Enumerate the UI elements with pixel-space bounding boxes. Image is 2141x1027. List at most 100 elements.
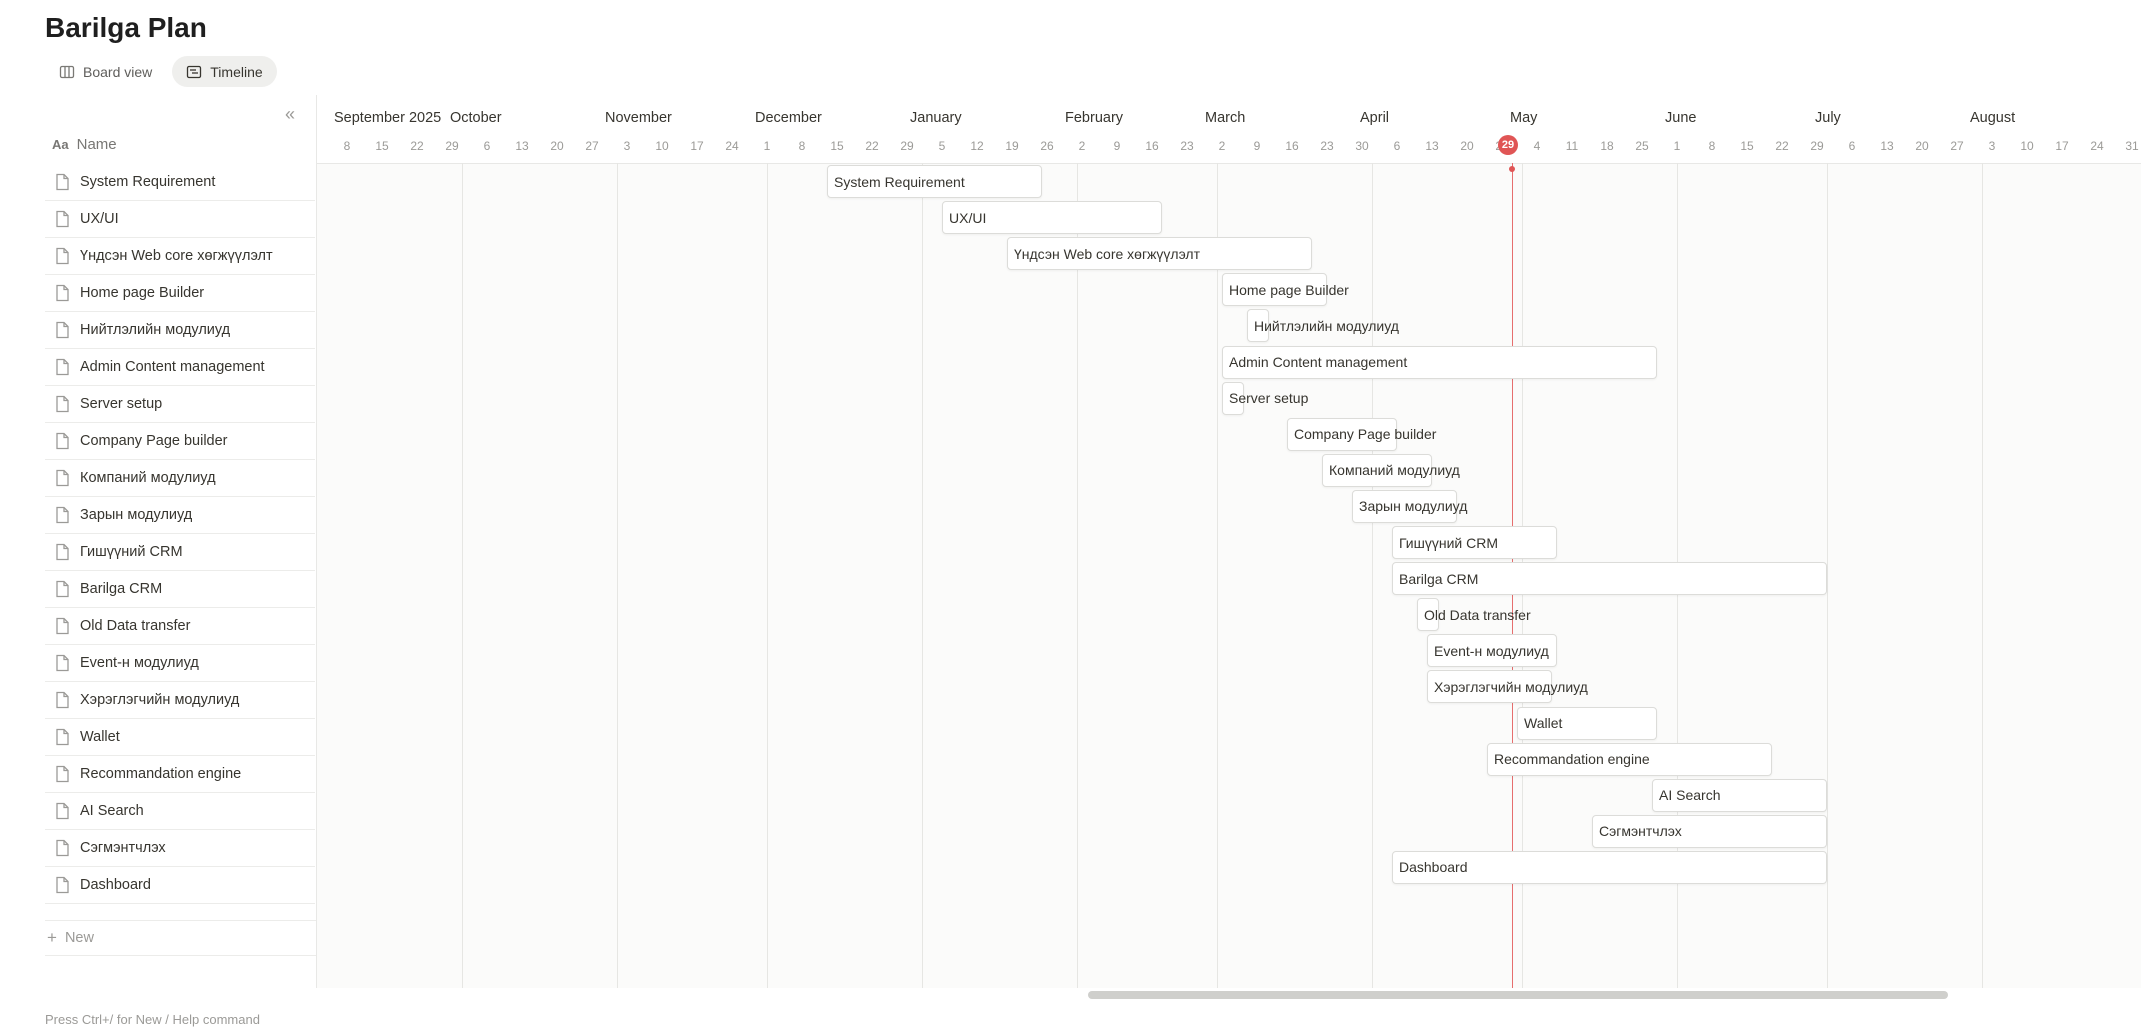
day-tick: 6 xyxy=(483,139,491,153)
task-bar[interactable]: Admin Content management xyxy=(1222,345,1657,379)
task-bar[interactable]: Хэрэглэгчийн модулиуд xyxy=(1427,670,1588,704)
task-row[interactable]: Dashboard xyxy=(45,867,315,904)
task-bar-label: Server setup xyxy=(1229,390,1309,407)
collapse-sidebar-icon[interactable]: « xyxy=(285,104,296,124)
day-tick: 1 xyxy=(763,139,771,153)
day-tick: 8 xyxy=(1708,139,1716,153)
task-bar[interactable]: AI Search xyxy=(1652,778,1827,812)
page-icon xyxy=(55,284,70,302)
view-switcher: Board view Timeline xyxy=(45,56,277,87)
day-tick: 22 xyxy=(1775,139,1789,153)
task-bar[interactable]: Server setup xyxy=(1222,381,1308,415)
day-tick: 12 xyxy=(970,139,984,153)
day-tick: 22 xyxy=(865,139,879,153)
task-bar-label: Сэгмэнтчлэх xyxy=(1599,823,1682,840)
day-tick: 17 xyxy=(690,139,704,153)
timeline-tab[interactable]: Timeline xyxy=(172,56,277,87)
day-tick: 11 xyxy=(1565,139,1579,153)
day-tick: 29 xyxy=(445,139,459,153)
day-tick: 9 xyxy=(1253,139,1261,153)
horizontal-scrollbar[interactable] xyxy=(1088,991,1948,999)
month-label: January xyxy=(910,110,962,126)
task-bar[interactable]: Компаний модулиуд xyxy=(1322,453,1460,487)
task-row-label: UX/UI xyxy=(80,211,119,227)
month-label: March xyxy=(1205,110,1246,126)
day-tick: 6 xyxy=(1848,139,1856,153)
task-bar[interactable]: Old Data transfer xyxy=(1417,598,1531,632)
task-row[interactable]: Сэгмэнтчлэх xyxy=(45,830,315,867)
task-row[interactable]: Үндсэн Web core хөгжүүлэлт xyxy=(45,238,315,275)
page-icon xyxy=(55,728,70,746)
new-task-button[interactable]: + New xyxy=(45,920,317,956)
text-property-icon: Aa xyxy=(52,137,69,152)
day-tick: 4 xyxy=(1533,139,1541,153)
page-title: Barilga Plan xyxy=(45,12,207,43)
day-tick: 6 xyxy=(1393,139,1401,153)
task-row[interactable]: Company Page builder xyxy=(45,423,315,460)
page-icon xyxy=(55,432,70,450)
day-tick: 13 xyxy=(1425,139,1439,153)
task-row[interactable]: Хэрэглэгчийн модулиуд xyxy=(45,682,315,719)
day-tick: 20 xyxy=(550,139,564,153)
task-row[interactable]: System Requirement xyxy=(45,164,315,201)
day-tick: 20 xyxy=(1460,139,1474,153)
task-bar[interactable]: Гишүүний CRM xyxy=(1392,526,1557,559)
task-bar[interactable]: Зарын модулиуд xyxy=(1352,489,1467,523)
task-row[interactable]: Компаний модулиуд xyxy=(45,460,315,497)
new-task-label: New xyxy=(64,930,94,946)
task-bar-label: Үндсэн Web core хөгжүүлэлт xyxy=(1014,245,1200,262)
task-bar[interactable]: Wallet xyxy=(1517,706,1657,740)
month-divider xyxy=(462,163,463,988)
month-label: August xyxy=(1970,110,2016,126)
month-divider xyxy=(767,163,768,988)
task-row[interactable]: Event-н модулиуд xyxy=(45,645,315,682)
board-view-tab[interactable]: Board view xyxy=(45,56,166,87)
task-bar[interactable]: Нийтлэлийн модулиуд xyxy=(1247,309,1399,343)
board-icon xyxy=(59,65,75,78)
task-row[interactable]: Нийтлэлийн модулиуд xyxy=(45,312,315,349)
task-row[interactable]: UX/UI xyxy=(45,201,315,238)
day-tick: 20 xyxy=(1915,139,1929,153)
task-row[interactable]: Barilga CRM xyxy=(45,571,315,608)
task-row[interactable]: Зарын модулиуд xyxy=(45,497,315,534)
page-icon xyxy=(55,839,70,857)
month-label: February xyxy=(1065,110,1124,126)
task-row-label: Wallet xyxy=(80,729,120,745)
page-icon xyxy=(55,506,70,524)
day-tick: 27 xyxy=(1950,139,1964,153)
task-row[interactable]: Wallet xyxy=(45,719,315,756)
day-tick: 16 xyxy=(1145,139,1159,153)
task-bar[interactable]: Recommandation engine xyxy=(1487,742,1772,776)
page-icon xyxy=(55,173,70,191)
task-bar[interactable]: Company Page builder xyxy=(1287,417,1436,451)
task-row-label: Хэрэглэгчийн модулиуд xyxy=(80,692,240,708)
day-tick: 25 xyxy=(1635,139,1649,153)
day-tick: 10 xyxy=(655,139,669,153)
task-row[interactable]: Гишүүний CRM xyxy=(45,534,315,571)
task-row[interactable]: AI Search xyxy=(45,793,315,830)
task-bar[interactable]: System Requirement xyxy=(827,165,1042,198)
task-bar[interactable]: Event-н модулиуд xyxy=(1427,634,1557,668)
task-bar[interactable]: Үндсэн Web core хөгжүүлэлт xyxy=(1007,237,1312,271)
task-row[interactable]: Recommandation engine xyxy=(45,756,315,793)
task-bar[interactable]: UX/UI xyxy=(942,201,1162,235)
name-column-header[interactable]: Aa Name xyxy=(52,136,117,153)
task-row[interactable]: Old Data transfer xyxy=(45,608,315,645)
task-bar[interactable]: Barilga CRM xyxy=(1392,562,1827,596)
today-badge: 29 xyxy=(1498,135,1518,155)
task-bar-label: UX/UI xyxy=(949,209,987,226)
task-row[interactable]: Home page Builder xyxy=(45,275,315,312)
task-row[interactable]: Server setup xyxy=(45,386,315,423)
task-row[interactable]: Admin Content management xyxy=(45,349,315,386)
task-bar[interactable]: Dashboard xyxy=(1392,850,1827,884)
task-row-label: Company Page builder xyxy=(80,433,228,449)
month-label: November xyxy=(605,110,672,126)
page-icon xyxy=(55,654,70,672)
task-bar-label: Home page Builder xyxy=(1229,281,1349,298)
task-row-label: System Requirement xyxy=(80,174,216,190)
day-tick: 15 xyxy=(1740,139,1754,153)
page-icon xyxy=(55,617,70,635)
task-bar[interactable]: Сэгмэнтчлэх xyxy=(1592,814,1827,848)
task-bar[interactable]: Home page Builder xyxy=(1222,273,1349,307)
